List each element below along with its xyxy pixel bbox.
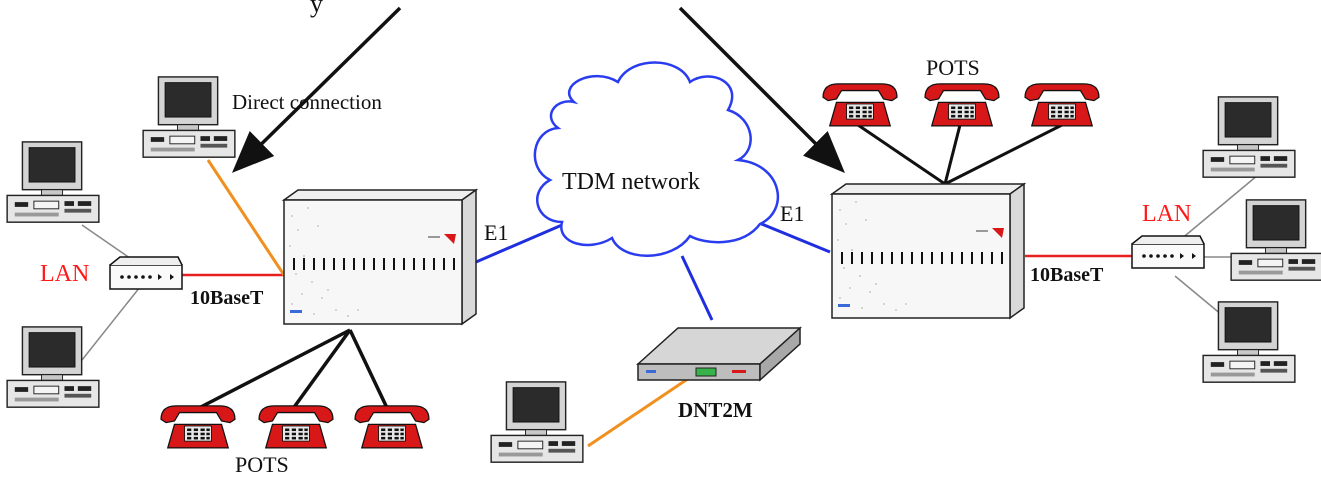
e1-right-label: E1 [780, 201, 804, 226]
pots-link-left-2 [290, 328, 352, 412]
computer-icon [142, 76, 236, 158]
serial-link-direct [206, 159, 286, 276]
serial-link-modem [587, 370, 699, 448]
e1-link-modem [680, 255, 714, 321]
arrow-to-right-mux [678, 6, 845, 173]
pots-top-label: POTS [926, 55, 980, 80]
telephone-icon [822, 83, 898, 127]
tenbaset-left-label: 10BaseT [190, 287, 264, 309]
links [81, 123, 1259, 448]
telephone-icon [924, 83, 1000, 127]
computer-icon [1202, 301, 1296, 383]
arrow-to-left-mux [232, 6, 402, 173]
telephone-icon [258, 405, 334, 449]
lan-link-left-bottom [81, 286, 141, 361]
computer-icon [490, 381, 584, 463]
multiplexer-icon [283, 189, 477, 325]
telephone-icon [160, 405, 236, 449]
computer-icon [1202, 96, 1296, 178]
tdm-network-label: TDM network [562, 169, 700, 195]
computer-icon [6, 326, 100, 408]
pots-link-left-1 [194, 328, 351, 412]
pots-link-right-1 [857, 123, 946, 186]
multiplexer-icon [831, 183, 1025, 319]
telephone-icon [354, 405, 430, 449]
lan-right-label: LAN [1142, 201, 1191, 227]
cloud-icon [533, 61, 780, 257]
lan-hub-icon [109, 256, 183, 290]
pots-link-right-2 [943, 124, 962, 185]
pots-link-left-3 [348, 329, 390, 411]
tenbaset-right-label: 10BaseT [1030, 264, 1104, 286]
lan-hub-icon [1131, 235, 1205, 269]
computer-icon [1230, 199, 1321, 281]
lan-left-label: LAN [40, 261, 89, 287]
pots-link-right-3 [944, 123, 1063, 186]
header-fragment-text: y [310, 0, 323, 18]
computer-icon [6, 141, 100, 223]
e1-left-label: E1 [484, 220, 508, 245]
e1-link-right [751, 218, 831, 254]
telephone-icon [1024, 83, 1100, 127]
lan-link-right-top [1179, 174, 1259, 241]
direct-connection-label: Direct connection [232, 90, 382, 114]
e1-link-left [475, 223, 563, 264]
dnt2m-label: DNT2M [678, 398, 753, 422]
dnt2m-modem-icon [637, 327, 801, 381]
pots-bottom-label: POTS [235, 452, 289, 477]
